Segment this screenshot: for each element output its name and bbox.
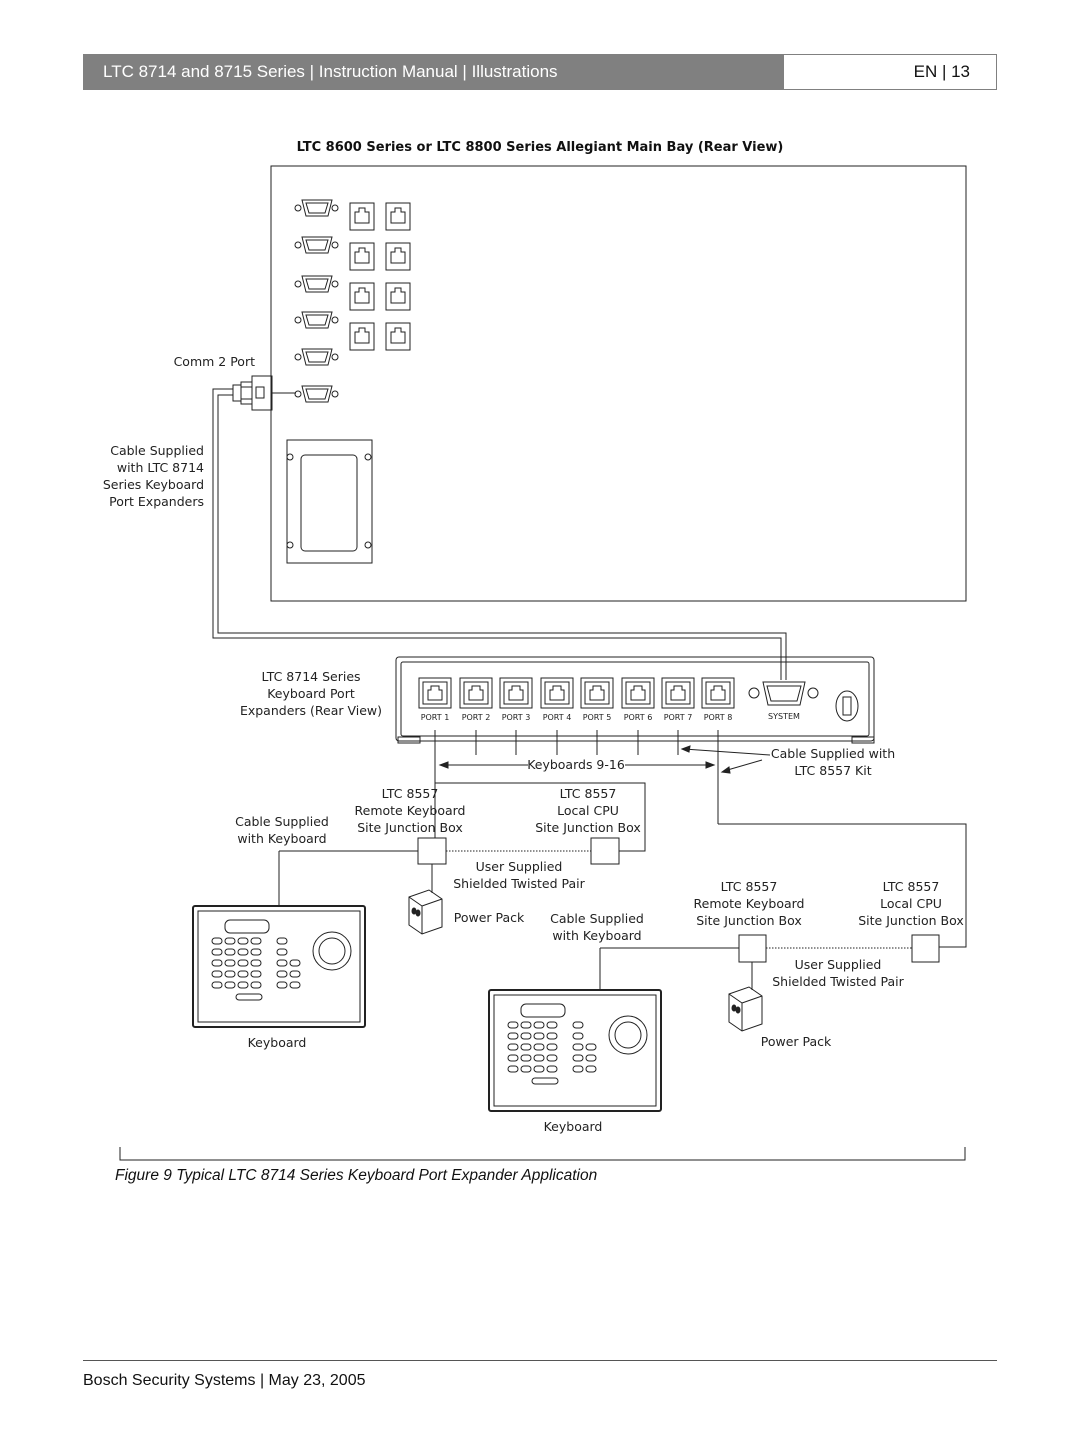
dsub-connector bbox=[294, 385, 339, 403]
cable-kb-left-line-1: Cable Supplied bbox=[235, 814, 329, 829]
expander-port-7 bbox=[661, 677, 695, 709]
figure-caption: Figure 9 Typical LTC 8714 Series Keyboar… bbox=[115, 1167, 598, 1184]
figure-title: LTC 8600 Series or LTC 8800 Series Alleg… bbox=[296, 140, 784, 155]
port-label-6: PORT 6 bbox=[624, 713, 653, 722]
twisted-right-line-1: User Supplied bbox=[795, 957, 882, 972]
cable-supplied-8714-line-3: Series Keyboard bbox=[103, 477, 204, 492]
rj-jack bbox=[349, 242, 375, 271]
footer-text: Bosch Security Systems | May 23, 2005 bbox=[83, 1372, 366, 1389]
keyboards-range-label: Keyboards 9-16 bbox=[527, 757, 625, 772]
port-label-2: PORT 2 bbox=[462, 713, 491, 722]
jb-local-left-line-3: Site Junction Box bbox=[535, 820, 641, 835]
cable-8557-line-1: Cable Supplied with bbox=[771, 746, 895, 761]
dsub-connector bbox=[294, 275, 339, 293]
cable-kb-right-line-1: Cable Supplied bbox=[550, 911, 644, 926]
keyboard-bottom bbox=[488, 989, 662, 1112]
comm2-label: Comm 2 Port bbox=[174, 354, 256, 369]
main-bay bbox=[270, 165, 967, 602]
rj-jack bbox=[385, 242, 411, 271]
jb-local-left-line-2: Local CPU bbox=[557, 803, 619, 818]
rj-jack bbox=[385, 282, 411, 311]
port-label-5: PORT 5 bbox=[583, 713, 612, 722]
jb-remote-right-line-1: LTC 8557 bbox=[721, 879, 778, 894]
port-label-3: PORT 3 bbox=[502, 713, 531, 722]
jb-local-left-line-1: LTC 8557 bbox=[560, 786, 617, 801]
page-number: EN | 13 bbox=[783, 54, 997, 90]
expander-port-8 bbox=[701, 677, 735, 709]
power-pack-label-1: Power Pack bbox=[454, 910, 525, 925]
expander-port-3 bbox=[499, 677, 533, 709]
dsub-connector bbox=[294, 311, 339, 329]
port-label-7: PORT 7 bbox=[664, 713, 693, 722]
expander-label-line-2: Keyboard Port bbox=[267, 686, 355, 701]
expander-port-1 bbox=[418, 677, 452, 709]
rj-jack bbox=[349, 202, 375, 231]
jb-remote-left-line-1: LTC 8557 bbox=[382, 786, 439, 801]
jb-local-right-line-2: Local CPU bbox=[880, 896, 942, 911]
expander-label-line-3: Expanders (Rear View) bbox=[240, 703, 382, 718]
jb-local-right-line-3: Site Junction Box bbox=[858, 913, 964, 928]
dsub-connector bbox=[294, 236, 339, 254]
twisted-left-line-1: User Supplied bbox=[476, 859, 563, 874]
dsub-connector bbox=[294, 348, 339, 366]
rj-jack bbox=[385, 202, 411, 231]
port-label-1: PORT 1 bbox=[421, 713, 450, 722]
header-title: LTC 8714 and 8715 Series | Instruction M… bbox=[83, 54, 783, 90]
rj-jack bbox=[385, 322, 411, 351]
power-pack-label-2: Power Pack bbox=[761, 1034, 832, 1049]
cable-8557-line-2: LTC 8557 Kit bbox=[794, 763, 871, 778]
expander-port-6 bbox=[621, 677, 655, 709]
cable-supplied-8714-line-1: Cable Supplied bbox=[110, 443, 204, 458]
jb-local-right-line-1: LTC 8557 bbox=[883, 879, 940, 894]
keyboard-label-1: Keyboard bbox=[248, 1035, 307, 1050]
twisted-left-line-2: Shielded Twisted Pair bbox=[453, 876, 585, 891]
expander-port-2 bbox=[459, 677, 493, 709]
jb-remote-left-line-2: Remote Keyboard bbox=[355, 803, 466, 818]
cable-supplied-8714-line-4: Port Expanders bbox=[109, 494, 204, 509]
twisted-right-line-2: Shielded Twisted Pair bbox=[772, 974, 904, 989]
rj-jack bbox=[349, 282, 375, 311]
keyboard-label-2: Keyboard bbox=[544, 1119, 603, 1134]
expander-port-4 bbox=[540, 677, 574, 709]
cable-kb-left-line-2: with Keyboard bbox=[237, 831, 326, 846]
cable-kb-right-line-2: with Keyboard bbox=[552, 928, 641, 943]
jb-remote-left-line-3: Site Junction Box bbox=[357, 820, 463, 835]
keyboard-left bbox=[192, 905, 366, 1028]
jb-remote-right-line-3: Site Junction Box bbox=[696, 913, 802, 928]
footer-divider bbox=[83, 1360, 997, 1361]
dsub-connector bbox=[294, 199, 339, 217]
port-label-4: PORT 4 bbox=[543, 713, 572, 722]
expander-port-5 bbox=[580, 677, 614, 709]
port-label-8: PORT 8 bbox=[704, 713, 733, 722]
cable-supplied-8714-line-2: with LTC 8714 bbox=[117, 460, 204, 475]
rj-jack bbox=[349, 322, 375, 351]
expander-label-line-1: LTC 8714 Series bbox=[261, 669, 360, 684]
system-label: SYSTEM bbox=[768, 712, 800, 721]
jb-remote-right-line-2: Remote Keyboard bbox=[694, 896, 805, 911]
